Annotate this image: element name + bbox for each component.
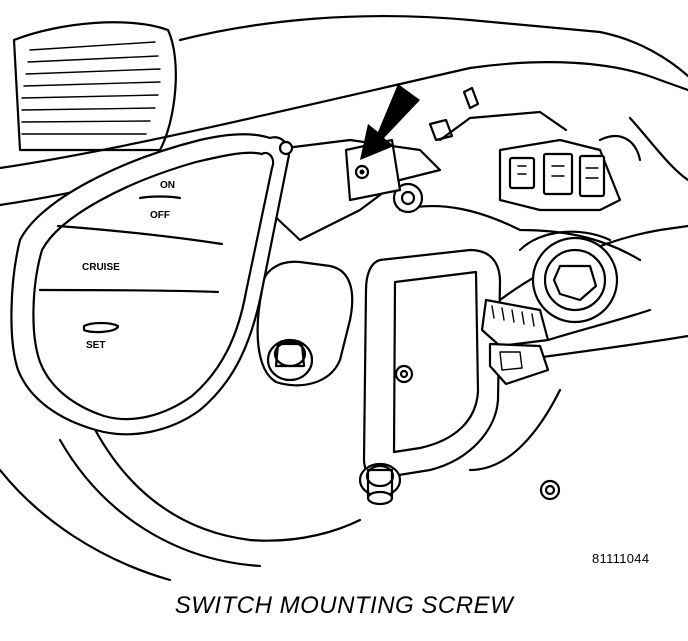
cruise-label: CRUISE bbox=[82, 262, 120, 273]
spoke-bolt bbox=[266, 338, 314, 382]
bracket-bolt bbox=[358, 462, 402, 506]
dash-vent bbox=[0, 21, 472, 207]
wiring-connector bbox=[480, 298, 652, 386]
indicator-arrow bbox=[360, 84, 420, 160]
upper-harness bbox=[428, 86, 642, 212]
spoke-bracket bbox=[256, 138, 688, 480]
dash-panel bbox=[178, 14, 688, 182]
on-label: ON bbox=[160, 180, 175, 191]
part-number: 81111044 bbox=[592, 551, 650, 566]
column-hub bbox=[518, 230, 619, 324]
off-label: OFF bbox=[150, 210, 170, 221]
figure-caption: SWITCH MOUNTING SCREW bbox=[174, 592, 514, 619]
speed-control-switch bbox=[10, 133, 294, 436]
steering-wheel-rim bbox=[0, 418, 362, 582]
rivets bbox=[392, 182, 561, 501]
set-label: SET bbox=[86, 340, 105, 351]
